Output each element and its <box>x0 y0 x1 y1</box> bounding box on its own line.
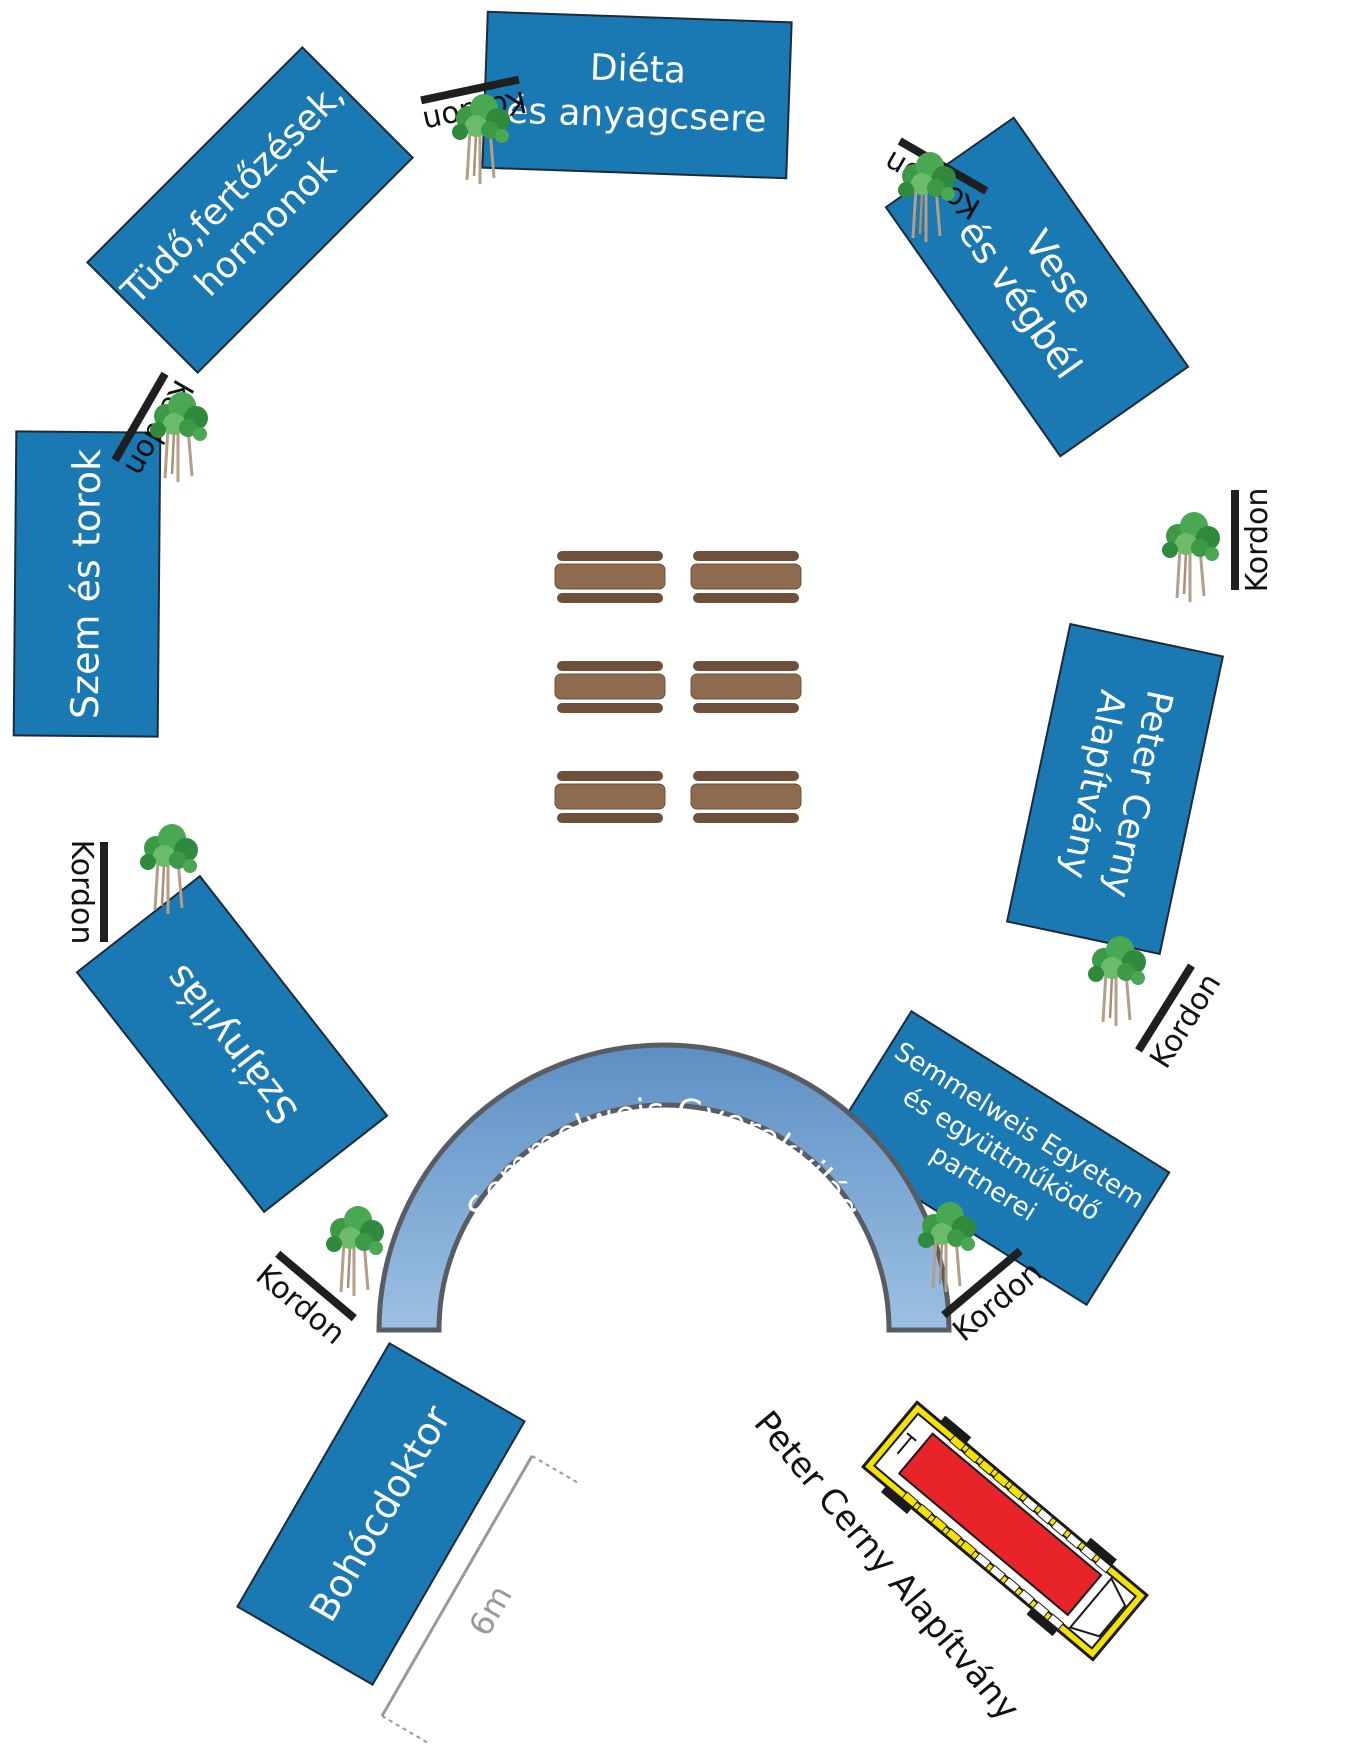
bench <box>690 661 802 713</box>
tent-dieta-line2: és anyagcsere <box>505 90 767 140</box>
ambulance-window <box>1065 1532 1083 1549</box>
kordon-label: Kordon <box>1240 488 1275 593</box>
tree-icon <box>1160 510 1222 604</box>
ambulance-window <box>963 1446 981 1464</box>
benches <box>554 551 802 823</box>
ambulance-window <box>948 1434 967 1452</box>
ambulance-window <box>1036 1507 1054 1525</box>
ambulance-window <box>901 1491 919 1508</box>
kordon-lower-right: Kordon <box>1135 963 1228 1075</box>
kordon-right: Kordon <box>1231 488 1275 593</box>
dimension-label: 6m <box>461 1579 520 1643</box>
kordon-label: Kordon <box>64 840 99 945</box>
ambulance-window <box>974 1552 992 1569</box>
ambulance-window <box>978 1459 996 1476</box>
ambulance-windows <box>901 1434 1112 1630</box>
ambulance-window <box>1046 1613 1065 1630</box>
kordon-left: Kordon <box>64 840 108 945</box>
tent-tudo: Tüdő,fertőzések, hormonok <box>85 45 415 375</box>
bench <box>690 771 802 823</box>
ambulance-window <box>959 1540 977 1557</box>
ambulance-window <box>1021 1495 1039 1513</box>
bench <box>554 551 666 603</box>
ambulance-window <box>1079 1544 1098 1562</box>
bench <box>690 551 802 603</box>
ambulance-window <box>988 1564 1006 1582</box>
bench <box>554 771 666 823</box>
ambulance-window <box>945 1527 963 1545</box>
ambulance-icon <box>860 1400 1150 1662</box>
ambulance-window <box>1094 1556 1112 1574</box>
tent-szem: Szem és torok <box>12 430 162 738</box>
ambulance-window <box>930 1515 948 1533</box>
ambulance-window <box>1017 1589 1036 1606</box>
tent-dieta: Diéta és anyagcsere <box>481 10 793 180</box>
ambulance-window <box>992 1471 1010 1488</box>
ambulance-window <box>1003 1576 1021 1594</box>
tent-szem-line1: Szem és torok <box>63 449 109 719</box>
kordon-bottom-left: Kordon <box>249 1250 357 1352</box>
tent-szajnyilas: Szájnyílás <box>75 874 389 1214</box>
ambulance-window <box>1032 1601 1050 1618</box>
ambulance-window <box>1007 1483 1025 1500</box>
tent-peter-cerny: Peter Cerny Alapítvány <box>1005 622 1225 956</box>
bench <box>554 661 666 713</box>
tent-vese: Vese és végbél <box>884 116 1190 458</box>
ambulance-window <box>1050 1520 1069 1537</box>
tree-icon <box>324 1204 386 1298</box>
ambulance-window <box>915 1503 934 1521</box>
tent-dieta-line1: Diéta <box>589 47 686 91</box>
